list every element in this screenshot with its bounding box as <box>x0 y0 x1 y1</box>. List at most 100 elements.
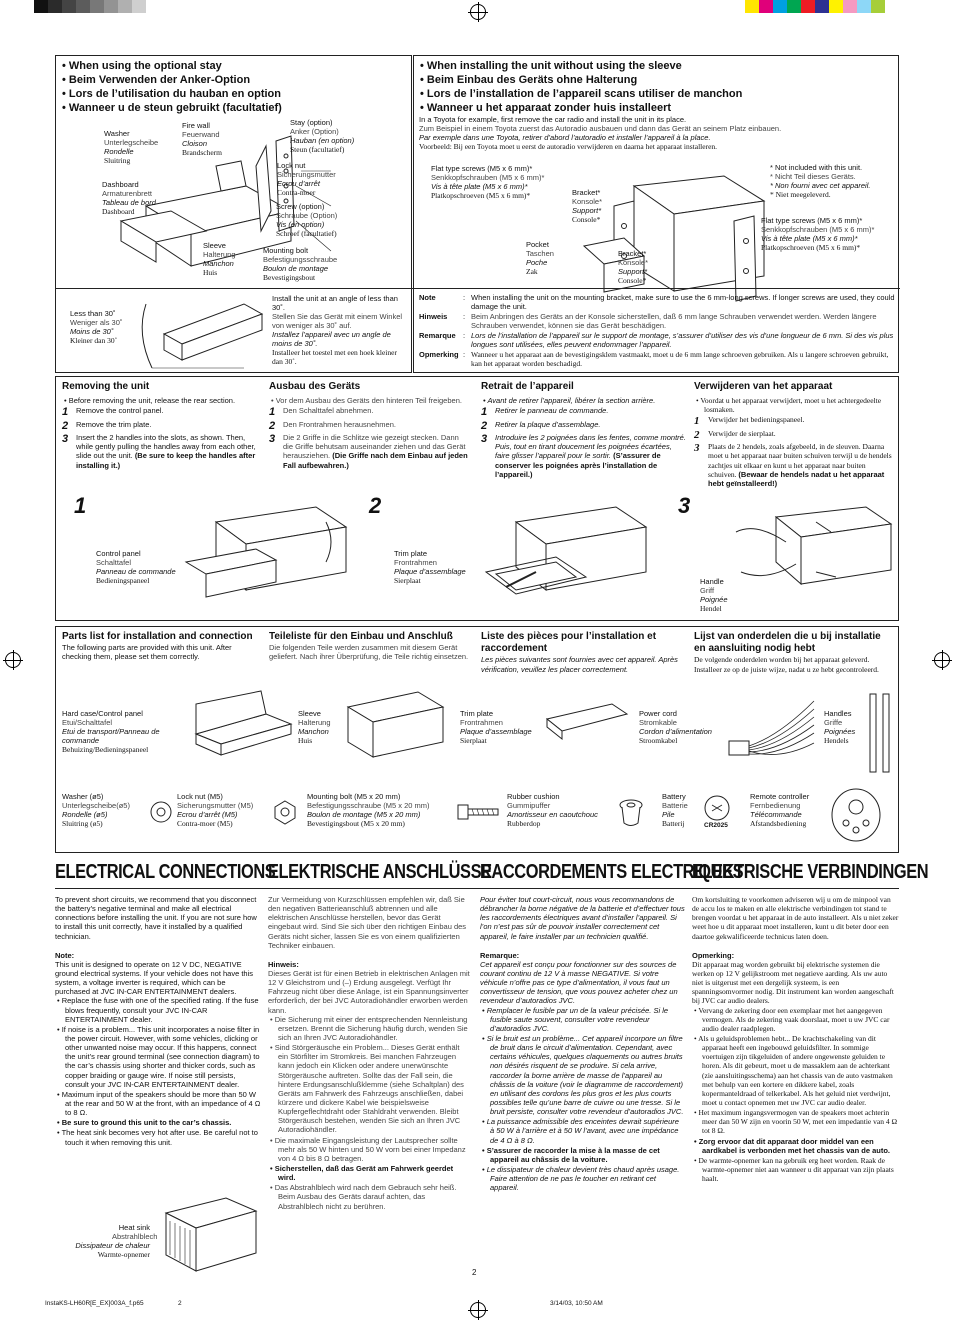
battery-nl: Batterij <box>662 819 685 828</box>
removing-title-fr: Retrait de l’appareil <box>481 381 574 392</box>
removing-title-en: Removing the unit <box>62 381 150 392</box>
part-washer: Washer (ø5) Unterlegscheibe(ø5) Rondelle… <box>62 792 130 828</box>
remote-en: Remote controller <box>750 792 810 801</box>
ptrim-en: Trim plate <box>460 709 494 718</box>
pocket-en: Pocket <box>526 240 549 249</box>
step-num: 1 <box>62 406 69 419</box>
note-key-nl: Opmerking <box>419 350 459 359</box>
angle-text-en: Install the unit at an angle of less tha… <box>272 294 398 312</box>
power-cord-drawing <box>728 700 815 756</box>
handle-en: Handle <box>700 577 724 586</box>
removing-col-fr: Retrait de l’appareil Avant de retirer l… <box>481 381 686 479</box>
angle-instructions: Install the unit at an angle of less tha… <box>272 294 404 366</box>
remove-unit-handles-drawing <box>735 506 893 586</box>
trim-plate-label: Trim plate Frontrahmen Plaque d’assembla… <box>394 549 466 585</box>
firewall-en: Fire wall <box>182 121 210 130</box>
electrical-intro-fr: Pour éviter tout court-circuit, nous vou… <box>480 895 685 941</box>
pwasher-en: Washer (ø5) <box>62 792 104 801</box>
bolt-drawing <box>457 804 499 820</box>
parts-text-nl: De volgende onderdelen worden bij het ap… <box>694 655 879 674</box>
remote-fr: Télécommande <box>750 810 802 819</box>
electrical-item-nl: Het maximum ingangsvermogen van de speak… <box>692 1108 899 1135</box>
removing-col-de: Ausbau des Geräts Vor dem Ausbau des Ger… <box>269 381 469 470</box>
stay-en: Stay (option) <box>290 118 333 127</box>
note-val-en: When installing the unit on the mounting… <box>471 293 895 311</box>
power-fr: Cordon d’alimentation <box>639 727 712 736</box>
bracket1-en: Bracket* <box>572 188 601 197</box>
bolt-de: Befestigungsschraube (M5 x 20 mm) <box>307 801 430 810</box>
sleeve-en: Sleeve <box>203 241 226 250</box>
mounting-en: Mounting bolt <box>263 246 309 255</box>
handle-fr: Poignée <box>700 595 728 604</box>
remote-de: Fernbedienung <box>750 801 801 810</box>
screw-label: Screw (option) Schraube (Option) Vis (en… <box>276 202 337 238</box>
hardcase-en: Hard case/Control panel <box>62 709 143 718</box>
intro-en: In a Toyota for example, first remove th… <box>419 115 687 124</box>
step-text: Remove the trim plate. <box>76 419 152 429</box>
illustration-step-3: 3 <box>678 493 691 518</box>
note-val-nl: Wanneer u het apparaat aan de bevestigin… <box>471 350 889 368</box>
battery-drawing <box>704 795 730 821</box>
footer-file: InstaKS-LH60R[E_EX]003A_f.p65 <box>45 1300 144 1307</box>
not-included-note: * Not included with this unit. * Nicht T… <box>770 163 870 199</box>
removing-section: Removing the unit Before removing the un… <box>55 376 899 621</box>
heatsink-fr: Dissipateur de chaleur <box>75 1241 150 1250</box>
remove-trim-plate-drawing <box>484 506 648 595</box>
step-text: Den Schalttafel abnehmen. <box>283 406 374 416</box>
parts-section: Parts list for installation and connecti… <box>55 626 899 853</box>
note-val-fr: Lors de l’installation de l’appareil sur… <box>471 331 894 349</box>
angle-text-fr: Installez l’appareil avec un angle de mo… <box>272 330 391 348</box>
washer-de: Unterlegscheibe <box>104 138 159 147</box>
mounting-notes: Note:When installing the unit on the mou… <box>419 293 895 368</box>
bracket1-fr: Support* <box>572 206 602 215</box>
electrical-item-fr: Si le bruit est un problème... Cet appar… <box>480 1034 685 1116</box>
step-num: 2 <box>694 428 700 441</box>
sleeve-label: Sleeve Halterung Manchon Huis <box>203 241 236 277</box>
page-number: 2 <box>472 1268 477 1277</box>
notincl-en: * Not included with this unit. <box>770 163 863 172</box>
trim-nl: Sierplaat <box>394 576 421 585</box>
removing-intro-de: Vor dem Ausbau des Geräts den hinteren T… <box>269 396 469 405</box>
stay-fr: Hauban (en option) <box>290 136 355 145</box>
part-locknut: Lock nut (M5) Sicherungsmutter (M5) Ecro… <box>177 792 253 828</box>
electrical-item-de: Sicherstellen, daß das Gerät am Fahrwerk… <box>268 1164 471 1182</box>
dashboard-en: Dashboard <box>102 180 139 189</box>
intro-nl: Voorbeeld: Bij een Toyota moet u eerst d… <box>419 142 718 151</box>
electrical-title-en: ELECTRICAL CONNECTIONS <box>55 861 276 883</box>
parts-col-en: Parts list for installation and connecti… <box>62 631 262 661</box>
electrical-item-de: Sind Störgeräusche ein Problem... Dieses… <box>268 1043 471 1134</box>
handles-drawing <box>869 693 890 773</box>
firewall-de: Feuerwand <box>182 130 220 139</box>
step-text: Den Frontrahmen herausnehmen. <box>283 419 396 429</box>
stay-heading-en: When using the optional stay <box>62 59 282 73</box>
step-text: Insert the 2 handles into the slots, as … <box>76 433 256 461</box>
control-panel-label: Control panel Schalttafel Panneau de com… <box>96 549 176 585</box>
sleeve-fr: Manchon <box>298 727 329 736</box>
flat2-nl: Platkopschroeven (M5 x 6 mm)* <box>761 243 861 252</box>
washer-drawing <box>150 801 172 823</box>
step-text: Introduire les 2 poignées dans les fente… <box>495 433 686 461</box>
washer-label: Washer Unterlegscheibe Rondelle Sluitrin… <box>104 129 158 165</box>
illustration-step-2: 2 <box>369 493 382 518</box>
heatsink-label-2: Dissipateur de chaleur Warmte-opnemer <box>64 1241 150 1259</box>
handle-label: Handle Griff Poignée Hendel <box>700 577 728 613</box>
battery-fr: Pile <box>662 810 675 819</box>
handle-nl: Hendel <box>700 604 722 613</box>
angle-text-nl: Installeer het toestel met een hoek klei… <box>272 348 397 366</box>
hardcase-drawing <box>194 690 293 756</box>
sleeve-heading-nl: Wanneer u het apparaat zonder huis insta… <box>420 101 742 115</box>
remove-control-panel-drawing <box>184 506 348 598</box>
electrical-item-fr: La puissance admissible des enceintes de… <box>480 1117 685 1144</box>
step-num: 2 <box>62 419 69 432</box>
rubber-en: Rubber cushion <box>507 792 560 801</box>
electrical-note-head-nl: Opmerking: <box>692 950 735 960</box>
sleeve-en: Sleeve <box>298 709 321 718</box>
trim-de: Frontrahmen <box>394 558 437 567</box>
sleeve-de: Halterung <box>298 718 331 727</box>
plocknut-nl: Contra-moer (M5) <box>177 819 233 828</box>
stay-heading-fr: Lors de l’utilisation du hauban en optio… <box>62 87 282 101</box>
electrical-item-en: If noise is a problem... This unit incor… <box>55 1025 261 1089</box>
bracket-label-1: Bracket* Konsole* Support* Console* <box>572 188 602 224</box>
parts-title-de: Teileliste für den Einbau und Anschluß <box>269 631 453 642</box>
firewall-fr: Cloison <box>182 139 208 148</box>
